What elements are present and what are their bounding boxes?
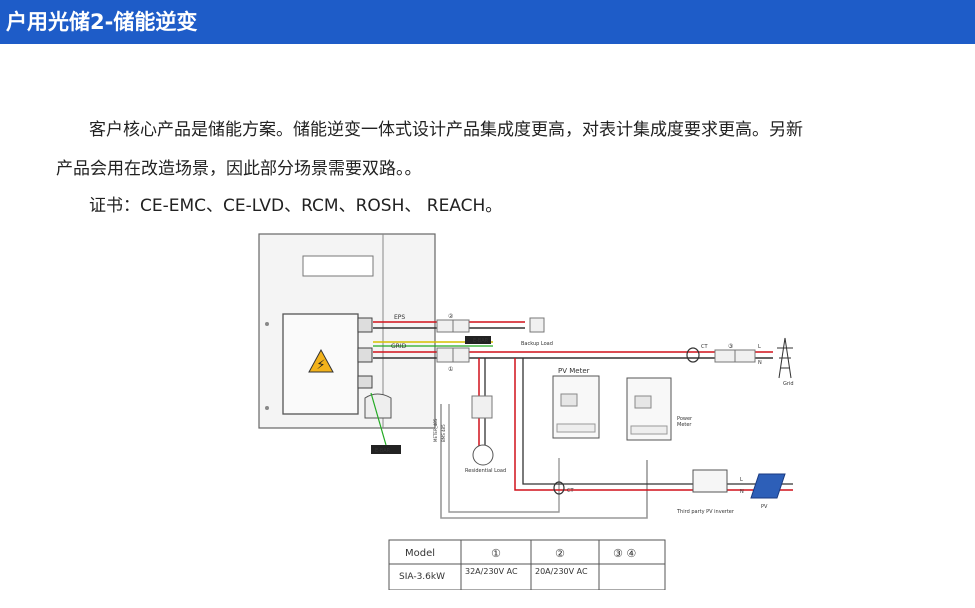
inverter-unit: ⚡ bbox=[258, 233, 436, 429]
power-meter bbox=[626, 377, 672, 441]
breaker-3-number: ③ bbox=[728, 343, 733, 350]
breaker-3 bbox=[714, 349, 736, 363]
grid-label: Grid bbox=[783, 381, 794, 387]
table-cell-model: SIA-3.6kW bbox=[399, 572, 445, 582]
ebar-label: E-BAR bbox=[473, 338, 489, 344]
grid-port-label: GRID bbox=[391, 343, 407, 350]
backup-load-box bbox=[529, 317, 545, 333]
cable-label-1: METER_485 bbox=[433, 418, 438, 442]
ebar-label-lower: E-BAR bbox=[375, 448, 391, 454]
third-party-inverter-label: Third party PV inverter bbox=[676, 509, 735, 515]
grid-tower-icon bbox=[777, 337, 793, 379]
pv-meter bbox=[552, 375, 600, 439]
power-meter-label-2: Meter bbox=[677, 422, 692, 428]
third-party-inverter bbox=[692, 469, 728, 493]
n-label-pv: N bbox=[740, 489, 744, 495]
wiring-diagram: ⚡ E-BAR EPS ② Backup Load E-BAR GRID ① ③… bbox=[253, 228, 811, 590]
power-meter-label-1: Power bbox=[677, 416, 693, 422]
ground-bar bbox=[371, 445, 401, 454]
table-header-1: ① bbox=[491, 547, 501, 560]
ct-sensor-pv bbox=[553, 481, 565, 495]
certificates-line: 证书：CE-EMC、CE-LVD、RCM、ROSH、 REACH。 bbox=[89, 196, 503, 216]
table-cell-1: 32A/230V AC bbox=[465, 567, 518, 576]
model-table bbox=[388, 539, 666, 590]
paragraph-line-1: 客户核心产品是储能方案。储能逆变一体式设计产品集成度更高，对表计集成度要求更高。… bbox=[89, 120, 803, 140]
table-header-model: Model bbox=[405, 548, 435, 559]
l-label-pv: L bbox=[740, 477, 743, 483]
pv-label: PV bbox=[761, 504, 768, 510]
residential-load-label: Residential Load bbox=[465, 468, 506, 474]
title-bar: 户用光储2-储能逆变 bbox=[0, 0, 975, 44]
ct-label-pv: CT bbox=[567, 488, 574, 494]
ebar-box bbox=[465, 336, 491, 344]
page-title: 户用光储2-储能逆变 bbox=[6, 10, 198, 34]
ct-sensor-grid bbox=[686, 347, 700, 363]
svg-text:⚡: ⚡ bbox=[316, 358, 325, 373]
breaker-1 bbox=[436, 319, 454, 333]
breaker-2-number: ① bbox=[448, 366, 453, 373]
ct-label-grid: CT bbox=[701, 344, 708, 350]
n-label-grid: N bbox=[758, 360, 762, 366]
warning-icon bbox=[308, 348, 334, 373]
eps-label: EPS bbox=[394, 314, 405, 321]
residential-load-icon bbox=[472, 444, 494, 466]
backup-load-label: Backup Load bbox=[521, 341, 553, 347]
pv-meter-label: PV Meter bbox=[558, 367, 590, 375]
pv-panel-icon bbox=[750, 473, 786, 499]
breaker-2 bbox=[436, 347, 454, 363]
breaker-1-number: ② bbox=[448, 313, 454, 320]
l-label-grid: L bbox=[758, 344, 761, 350]
paragraph-line-2: 产品会用在改造场景，因此部分场景需要双路。。 bbox=[56, 159, 422, 179]
table-header-3-4: ③ ④ bbox=[613, 547, 636, 560]
table-cell-2: 20A/230V AC bbox=[535, 567, 588, 576]
table-header-2: ② bbox=[555, 547, 565, 560]
cable-label-2: BMS 485 bbox=[441, 424, 446, 442]
breaker-residential bbox=[471, 395, 493, 419]
